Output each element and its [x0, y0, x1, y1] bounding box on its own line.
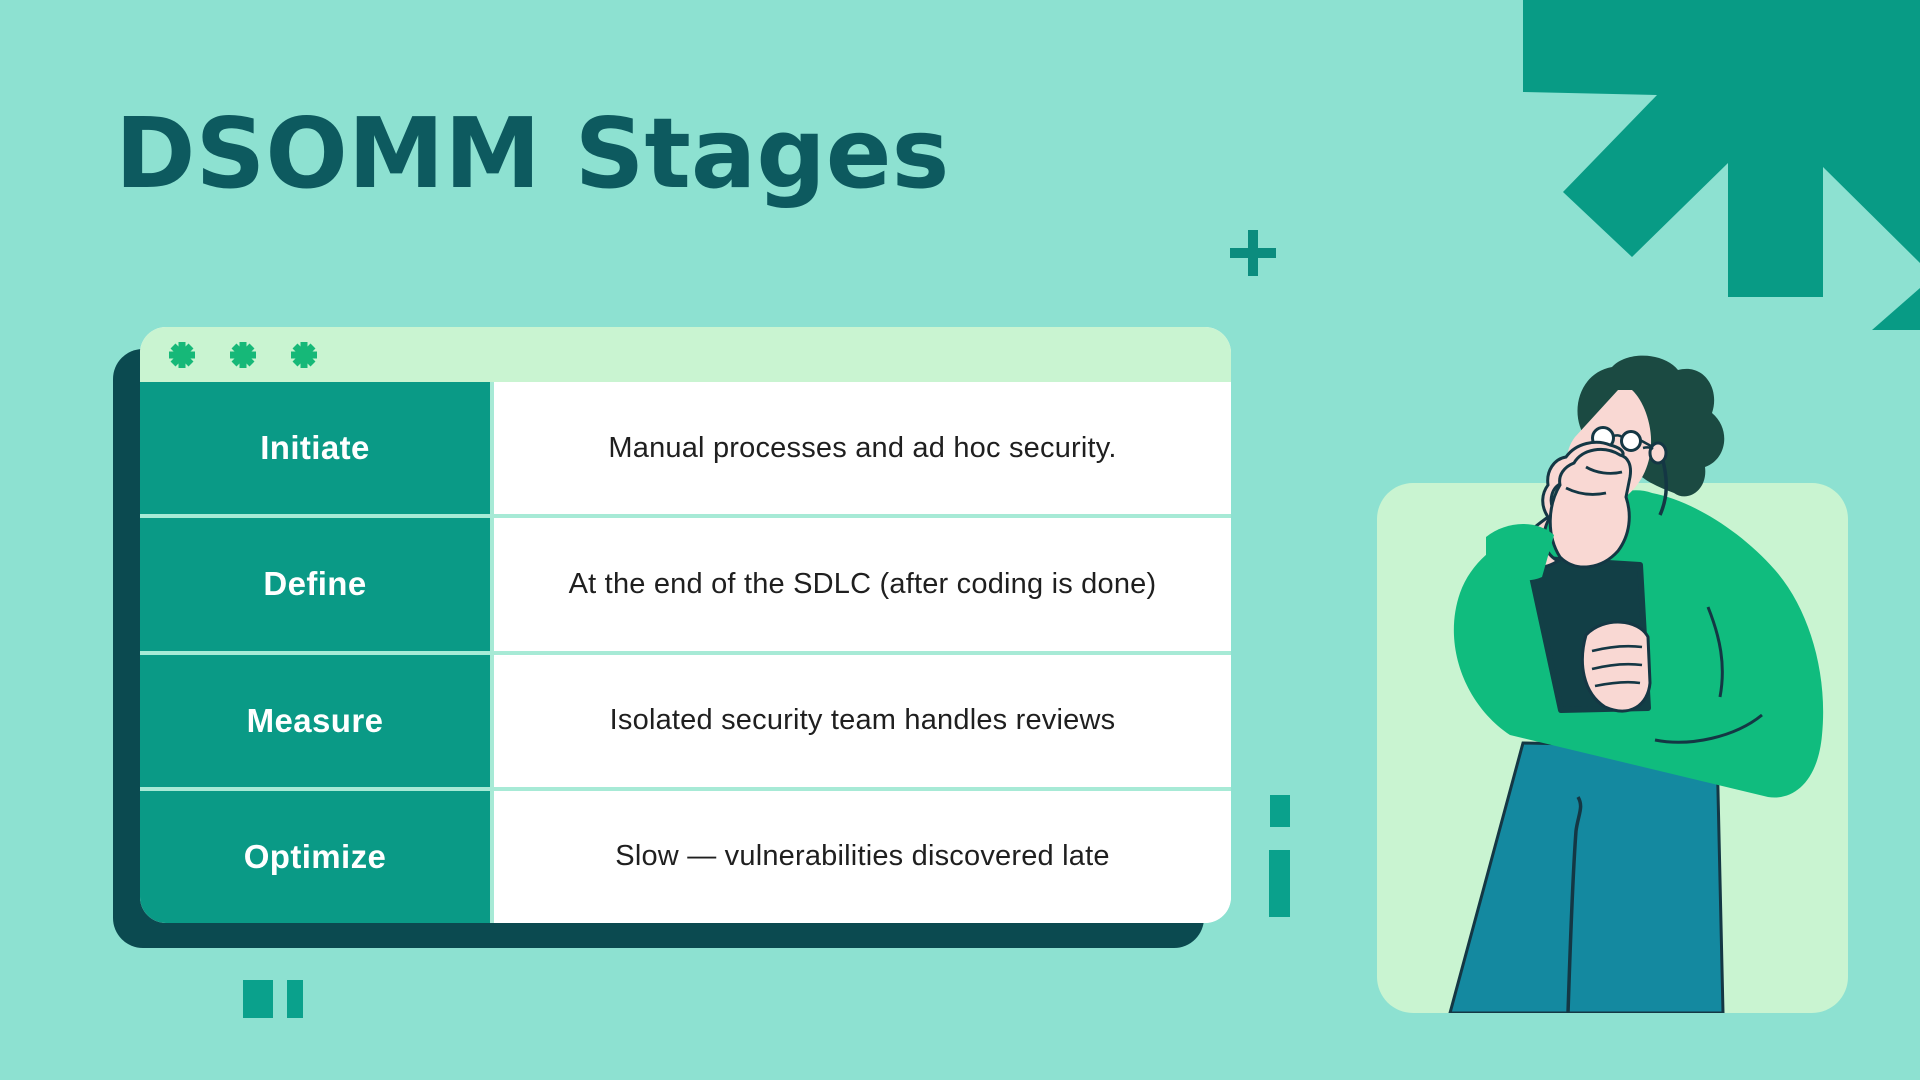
- window-titlebar: [140, 327, 1231, 382]
- stage-description: Isolated security team handles reviews: [494, 654, 1231, 787]
- table-row: Define At the end of the SDLC (after cod…: [140, 514, 1231, 651]
- glasses-bridge: [1612, 434, 1623, 439]
- ear: [1648, 441, 1668, 465]
- person-thinking-illustration: [1448, 355, 1824, 1013]
- stage-description: Slow — vulnerabilities discovered late: [494, 790, 1231, 923]
- bar-shape: [1269, 850, 1290, 917]
- bar-shape: [287, 980, 303, 1018]
- hair: [1577, 355, 1725, 497]
- bar-shape: [1270, 795, 1290, 827]
- table-row: Initiate Manual processes and ad hoc sec…: [140, 382, 1231, 515]
- stage-description: At the end of the SDLC (after coding is …: [494, 518, 1231, 651]
- stage-cell-measure: Measure: [140, 654, 494, 787]
- sleeve-cuff: [1486, 523, 1554, 581]
- stages-table: Initiate Manual processes and ad hoc sec…: [140, 382, 1231, 923]
- plus-icon-vertical-bar: [1248, 230, 1258, 276]
- stage-cell-define: Define: [140, 518, 494, 651]
- tablet-hand: [1580, 620, 1763, 744]
- stage-description: Manual processes and ad hoc security.: [494, 382, 1231, 515]
- glasses-right-lens: [1620, 430, 1642, 452]
- table-row: Optimize Slow — vulnerabilities discover…: [140, 786, 1231, 923]
- arrow-up-icon: [1523, 0, 1920, 330]
- square-shape: [243, 980, 273, 1018]
- asterisk-icon: [230, 341, 256, 368]
- stages-table-card: Initiate Manual processes and ad hoc sec…: [140, 327, 1231, 923]
- stage-cell-optimize: Optimize: [140, 790, 494, 923]
- table-row: Measure Isolated security team handles r…: [140, 650, 1231, 787]
- plus-icon: [1230, 230, 1276, 276]
- pants: [1448, 741, 1725, 1013]
- asterisk-icon: [291, 341, 317, 368]
- stage-cell-initiate: Initiate: [140, 382, 494, 515]
- page-title: DSOMM Stages: [115, 97, 950, 210]
- asterisk-icon: [169, 341, 195, 368]
- glasses-temple: [1639, 438, 1652, 448]
